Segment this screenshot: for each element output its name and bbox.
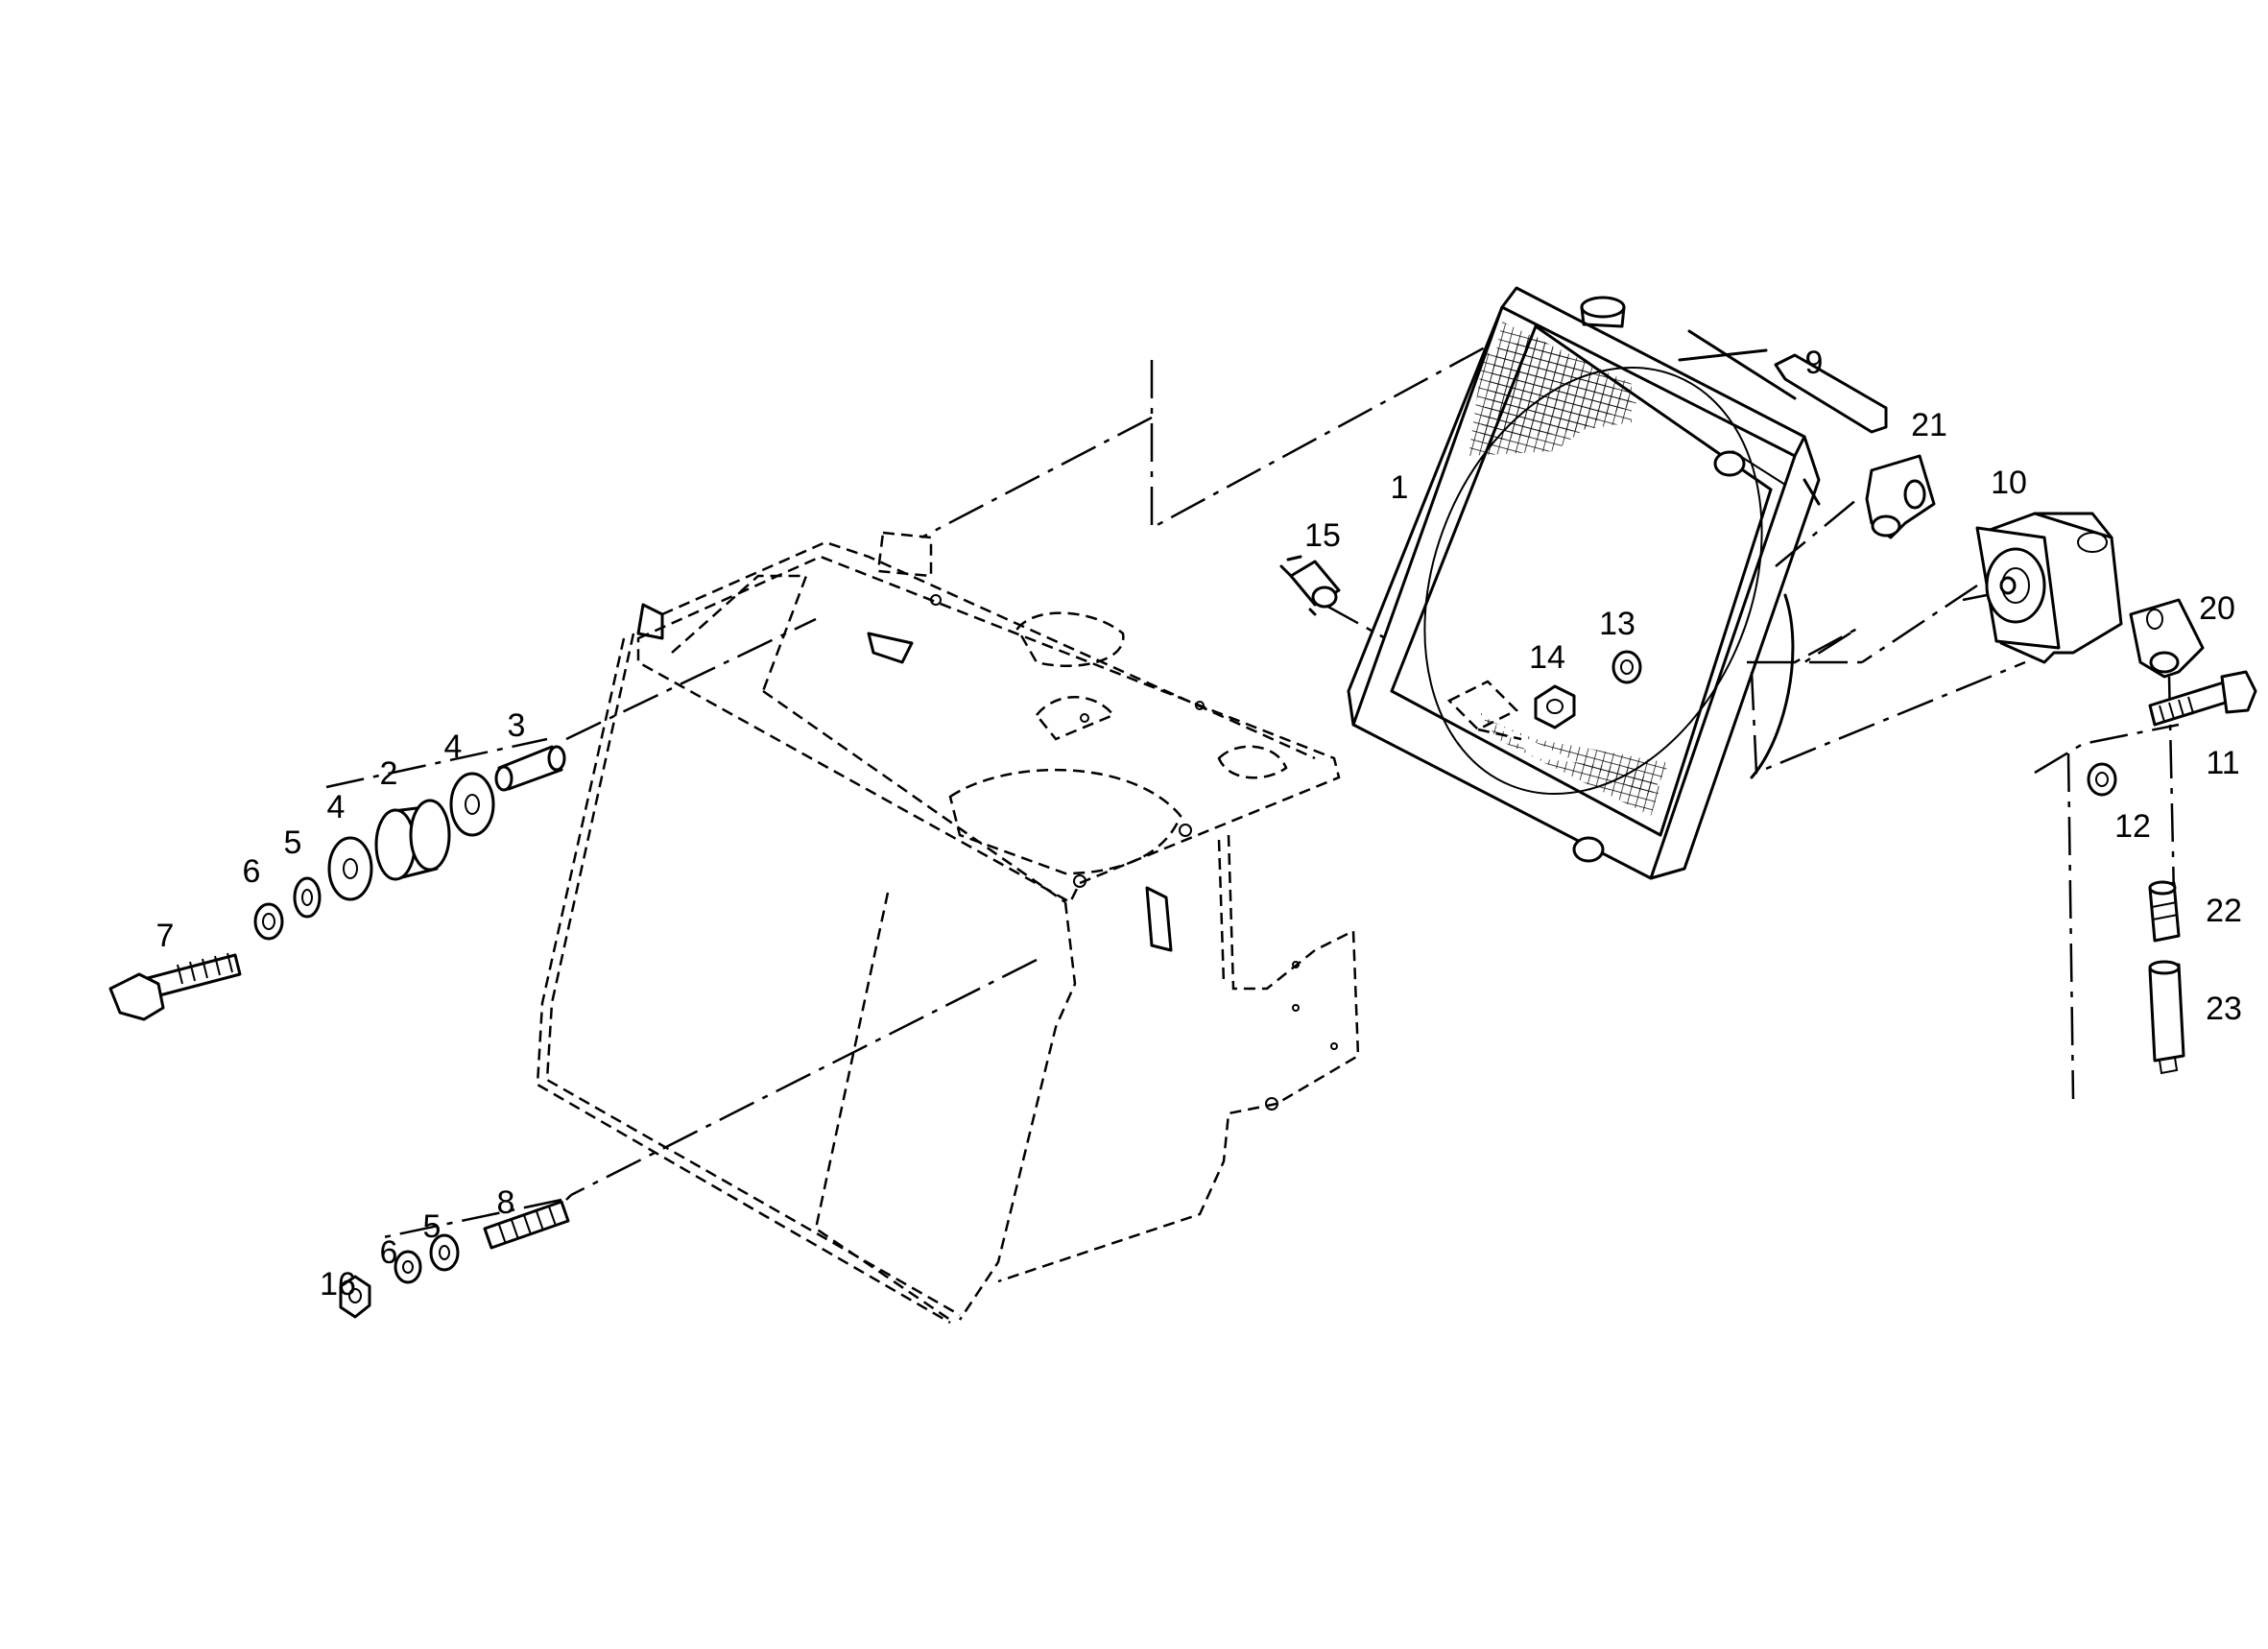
callout-5b: 5: [423, 1208, 442, 1245]
callout-3: 3: [508, 707, 526, 744]
elbow-20: [2129, 598, 2205, 679]
callout-9: 9: [1805, 345, 1824, 381]
callout-8: 8: [497, 1184, 515, 1221]
nut-14: [1534, 684, 1576, 729]
callout-6b: 6: [380, 1234, 398, 1271]
washer-5a: [293, 876, 322, 919]
callout-21: 21: [1911, 407, 1947, 443]
part-9: [1678, 348, 1888, 434]
washer-6a: [253, 902, 284, 941]
leader-lines: [1286, 555, 1317, 616]
callout-labels: 1 2 3 4 4 5 5 6 6 7 8 9 10 11 12 13 14 1…: [156, 345, 2242, 1302]
callout-14: 14: [1529, 639, 1565, 676]
frame-housing: [536, 531, 1360, 1325]
hydraulic-pump: [1975, 512, 2123, 664]
washer-4a: [327, 836, 373, 901]
washer-4b: [449, 772, 495, 837]
mount-2: [374, 799, 451, 881]
callout-13: 13: [1599, 606, 1635, 642]
sleeve-3: [494, 745, 566, 792]
callout-6a: 6: [243, 853, 261, 890]
callout-11: 11: [2206, 745, 2239, 781]
callout-20: 20: [2199, 590, 2235, 627]
stud-8: [483, 1200, 570, 1250]
washer-13: [1611, 650, 1642, 684]
callout-12: 12: [2114, 808, 2151, 845]
bolt-7: [108, 952, 242, 1021]
elbow-21: [1865, 454, 1936, 539]
bolt-11: [2148, 670, 2257, 727]
callout-22: 22: [2206, 893, 2242, 929]
callout-16: 16: [320, 1266, 356, 1302]
sender-15: [1279, 560, 1341, 609]
washer-12: [2087, 762, 2117, 797]
fitting-22: [2148, 880, 2181, 943]
fitting-23: [2148, 960, 2185, 1075]
radiator: [1347, 286, 1821, 880]
callout-2: 2: [380, 755, 398, 792]
callout-4b: 4: [444, 729, 463, 765]
callout-1: 1: [1391, 469, 1409, 506]
callout-10: 10: [1991, 465, 2027, 501]
callout-15: 15: [1304, 517, 1341, 554]
nut-16: [339, 1275, 371, 1319]
washer-6b: [394, 1250, 422, 1284]
callout-4a: 4: [327, 789, 346, 825]
callout-7: 7: [156, 918, 175, 954]
callout-23: 23: [2206, 991, 2242, 1027]
washer-5b: [429, 1233, 460, 1272]
callout-5a: 5: [284, 824, 302, 861]
